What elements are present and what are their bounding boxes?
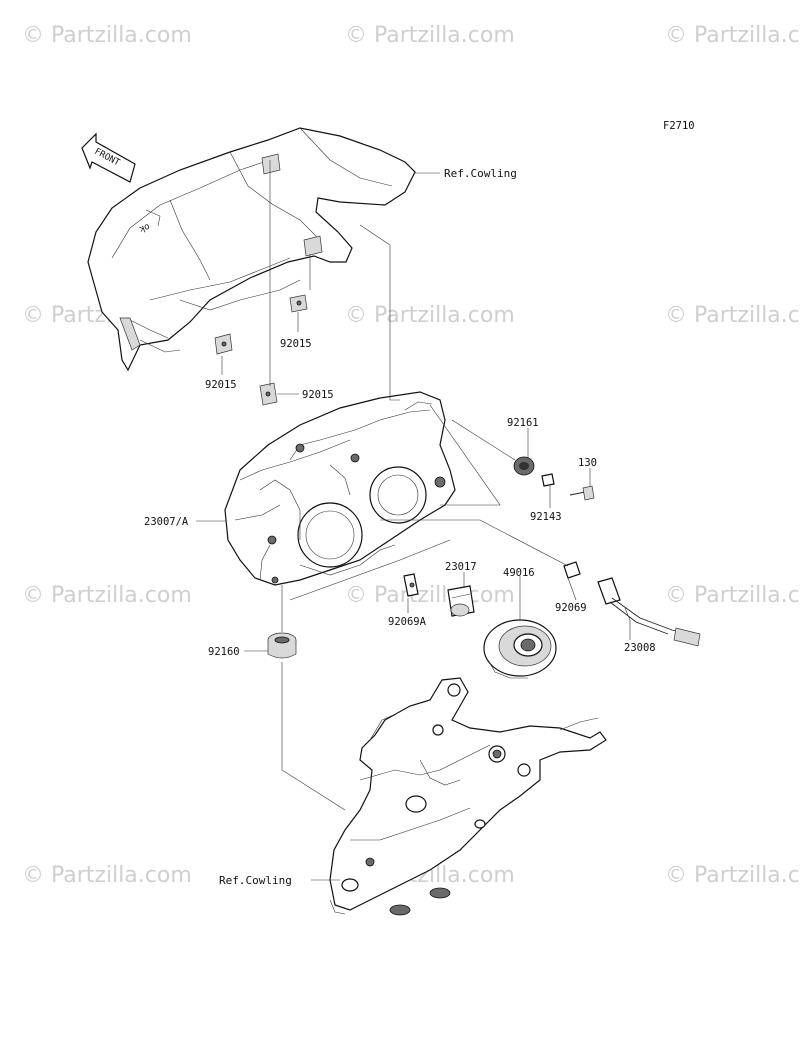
part-label-49016: 49016 xyxy=(503,567,535,579)
leader-lines xyxy=(196,160,631,881)
part-label-92069: 92069 xyxy=(555,602,587,614)
figure-code: F2710 xyxy=(663,120,695,132)
part-label-23017: 23017 xyxy=(445,561,477,573)
headlight-assembly xyxy=(224,391,456,586)
part-label-23007a: 23007/A xyxy=(144,516,189,528)
watermark: © Partzilla.com xyxy=(665,583,800,608)
watermark: © Partzilla.com xyxy=(345,583,515,608)
watermark: © Partzilla.com xyxy=(665,23,800,48)
watermark: © Partzilla.com xyxy=(345,303,515,328)
part-label-130: 130 xyxy=(578,457,597,469)
part-label-92143: 92143 xyxy=(530,511,562,523)
watermark: © Partzilla.com xyxy=(665,303,800,328)
part-label-92161: 92161 xyxy=(507,417,539,429)
bulb-23017 xyxy=(447,585,475,617)
grommet-92161 xyxy=(513,456,535,476)
part-label-23008: 23008 xyxy=(624,642,656,654)
part-label-92015: 92015 xyxy=(280,338,312,350)
watermark: © Partzilla.com xyxy=(22,863,192,888)
clip-nut-92015-b xyxy=(214,333,233,355)
watermark: © Partzilla.com xyxy=(345,23,515,48)
headlight-bracket xyxy=(329,677,607,916)
ref-cowling-top-label: Ref.Cowling xyxy=(444,167,517,180)
bulb-92069a xyxy=(403,573,419,597)
bulb-92069 xyxy=(563,561,581,579)
upper-cowling: ʞo xyxy=(87,127,416,372)
clip-nut-92015-a xyxy=(289,294,308,313)
part-label-92015: 92015 xyxy=(302,389,334,401)
headlight-cap-49016 xyxy=(483,619,557,679)
part-label-92015: 92015 xyxy=(205,379,237,391)
front-arrow-icon: FRONT xyxy=(81,132,136,183)
ref-cowling-bottom-label: Ref.Cowling xyxy=(219,874,292,887)
collar-92143 xyxy=(541,473,555,487)
watermark: © Partzilla.com xyxy=(22,23,192,48)
watermark: © Partzilla.com xyxy=(22,583,192,608)
part-label-92160: 92160 xyxy=(208,646,240,658)
socket-lead-23008 xyxy=(597,577,701,647)
bolt-130 xyxy=(569,485,595,501)
clip-nut-92015-c xyxy=(259,382,278,406)
svg-text:ʞo: ʞo xyxy=(138,222,152,235)
damper-92160 xyxy=(267,632,297,659)
part-label-92069a: 92069A xyxy=(388,616,427,628)
watermark: © Partzilla.com xyxy=(665,863,800,888)
